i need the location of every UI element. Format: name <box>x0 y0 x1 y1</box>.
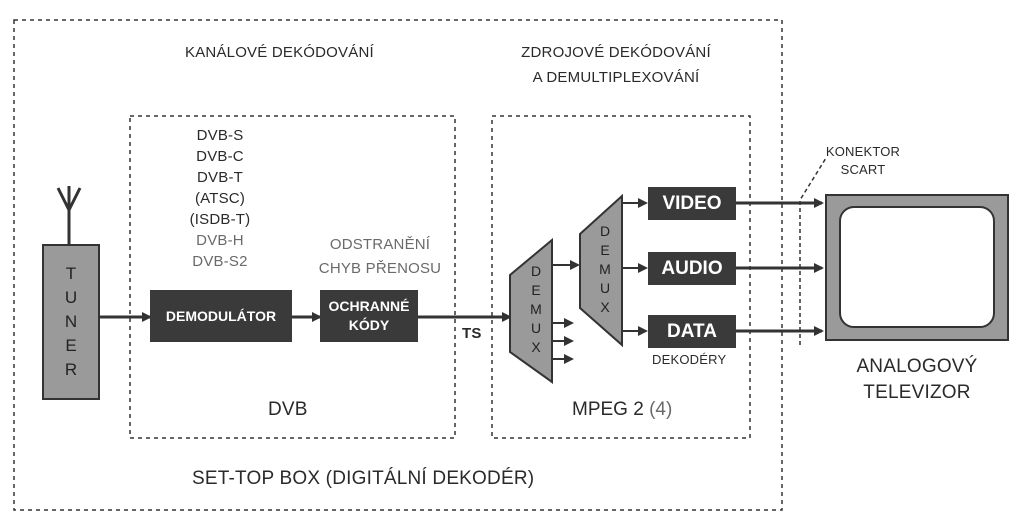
connector-label-2: SCART <box>840 162 886 177</box>
channel-decoding-label: KANÁLOVÉ DEKÓDOVÁNÍ <box>185 44 374 61</box>
demux-letter: M <box>530 301 542 317</box>
tv-screen <box>839 206 995 328</box>
protective-codes-line1: OCHRANNÉ <box>328 298 410 314</box>
source-decoding-label-1: ZDROJOVÉ DEKÓDOVÁNÍ <box>521 44 711 61</box>
protective-codes-line2: KÓDY <box>348 317 390 333</box>
tuner-block: T U N E R <box>42 244 100 400</box>
demux-letter: U <box>599 280 611 296</box>
set-top-box-label: SET-TOP BOX (DIGITÁLNÍ DEKODÉR) <box>192 468 535 489</box>
tv-label-1: ANALOGOVÝ <box>856 356 978 377</box>
demux-letter: X <box>600 299 610 315</box>
demux1-label: D E M U X <box>524 262 548 357</box>
demux2-label: D E M U X <box>593 222 617 317</box>
error-removal-label-2: CHYB PŘENOSU <box>318 260 442 277</box>
demux2-shape <box>579 193 623 348</box>
mpeg-label: MPEG 2 (4) <box>572 399 672 421</box>
scart-connector-line <box>799 157 827 345</box>
standard-item: (ATSC) <box>194 190 246 207</box>
demux-letter: X <box>531 339 541 355</box>
dvb-label: DVB <box>268 399 308 420</box>
tv-label-2: TELEVIZOR <box>863 382 971 403</box>
ts-label: TS <box>462 325 482 342</box>
demux-letter: M <box>599 261 611 277</box>
antenna-icon <box>56 186 82 244</box>
standards-list: DVB-S DVB-C DVB-T (ATSC) (ISDB-T) DVB-H … <box>170 127 270 270</box>
demux-letter: E <box>600 242 610 258</box>
demux-letter: E <box>531 282 541 298</box>
tuner-letter: E <box>65 336 77 355</box>
standard-item: DVB-T <box>197 169 243 186</box>
tuner-letter: T <box>65 264 77 283</box>
mpeg-label-main: MPEG 2 <box>572 399 644 420</box>
demux-letter: D <box>530 263 542 279</box>
mpeg-border <box>491 115 751 439</box>
demux1-shape <box>509 237 553 384</box>
standard-item: DVB-S <box>196 127 244 144</box>
video-block: VIDEO <box>648 187 736 220</box>
error-removal-label-1: ODSTRANĚNÍ <box>329 236 431 253</box>
set-top-box-border <box>13 19 783 511</box>
demux-letter: D <box>599 223 611 239</box>
data-block: DATA <box>648 315 736 348</box>
standard-item: (ISDB-T) <box>189 211 251 228</box>
dvb-border <box>129 115 456 439</box>
standard-item: DVB-C <box>196 148 244 165</box>
audio-block: AUDIO <box>648 252 736 285</box>
demux-letter: U <box>530 320 542 336</box>
standard-item: DVB-H <box>196 232 244 249</box>
tuner-letter: R <box>64 360 78 379</box>
tuner-letter: N <box>64 312 78 331</box>
standard-item: DVB-S2 <box>192 253 248 270</box>
tuner-letter: U <box>64 288 78 307</box>
connector-label-1: KONEKTOR <box>825 144 901 159</box>
protective-codes-block: OCHRANNÉ KÓDY <box>320 290 418 342</box>
decoders-label: DEKODÉRY <box>652 352 727 367</box>
mpeg-label-suffix: (4) <box>649 399 673 420</box>
demodulator-block: DEMODULÁTOR <box>150 290 292 342</box>
source-decoding-label-2: A DEMULTIPLEXOVÁNÍ <box>532 69 700 86</box>
